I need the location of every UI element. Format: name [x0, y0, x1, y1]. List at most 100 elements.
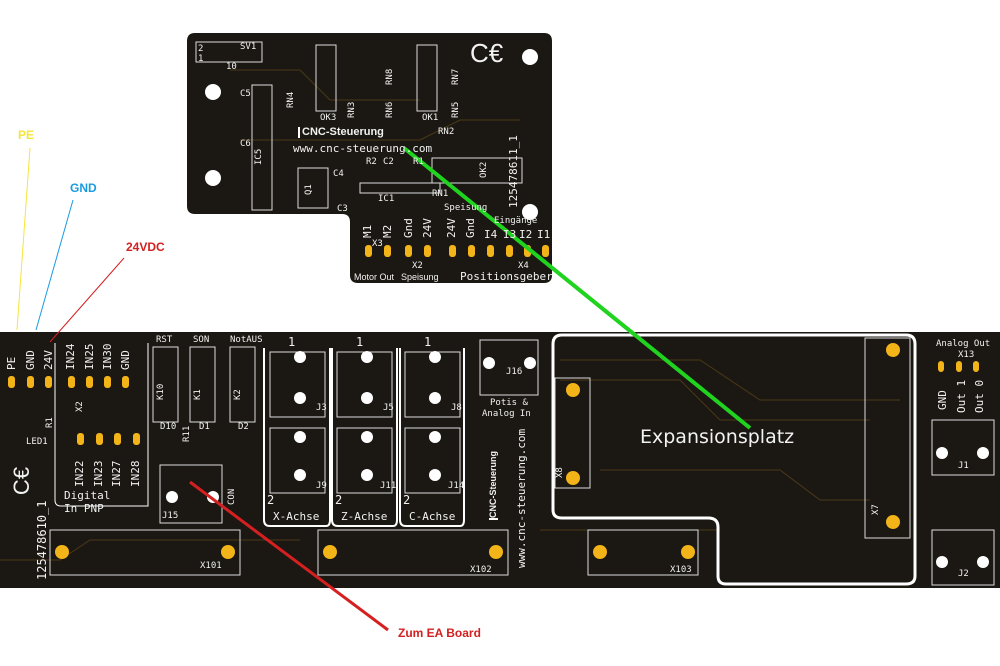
relay-k2: K2 — [233, 389, 243, 400]
led1-label: LED1 — [26, 437, 48, 447]
analog-in-label: Analog In — [482, 409, 531, 419]
group-motor-out: Motor Out — [354, 272, 395, 282]
red-link-line — [189, 480, 389, 632]
jack-j3: J3 — [316, 403, 327, 413]
term-i1: I1 — [537, 228, 551, 241]
diode-d1: D1 — [199, 422, 210, 432]
term-in23: IN23 — [92, 460, 105, 488]
term-in24: IN24 — [64, 343, 77, 371]
r11-label: R11 — [182, 425, 192, 442]
axis-z-label: Z-Achse — [341, 510, 388, 523]
ok3-label: OK3 — [320, 113, 337, 123]
rn3-label: RN3 — [347, 101, 357, 118]
x3-label: X3 — [372, 239, 383, 249]
relay-label-son: SON — [193, 335, 210, 345]
ok2-label: OK2 — [479, 161, 489, 178]
axis-pin-1-z: 1 — [356, 335, 364, 349]
analog-out1: Out 1 — [955, 379, 968, 413]
diode-d10: D10 — [160, 422, 177, 432]
term-in22: IN22 — [73, 460, 86, 488]
relay-label-rst: RST — [156, 335, 173, 345]
digital-label: Digital — [64, 489, 111, 502]
ce-mark-main: C€ — [9, 466, 35, 496]
axis-pin-2-x: 2 — [267, 493, 275, 507]
rn5-label: RN5 — [451, 101, 461, 118]
sv1-pin-1: 1 — [198, 54, 204, 64]
x2-label: X2 — [75, 401, 85, 412]
term-i2: I2 — [519, 228, 533, 241]
q1-label: Q1 — [304, 184, 314, 195]
relays — [152, 346, 256, 423]
c4-label: C4 — [333, 169, 344, 179]
r1-label: R1 — [45, 417, 55, 428]
top-logo: CNC-Steuerung — [298, 127, 384, 138]
dsub-x103: X103 — [670, 565, 692, 575]
term-m1: M1 — [361, 224, 374, 238]
term-24v-1: 24V — [421, 218, 434, 238]
pe-line — [16, 147, 31, 331]
axis-c-label: C-Achse — [409, 510, 456, 523]
axis-x-label: X-Achse — [273, 510, 320, 523]
jack-j14: J14 — [448, 481, 465, 491]
rn4-label: RN4 — [286, 91, 296, 108]
jack-j5: J5 — [383, 403, 394, 413]
ce-mark-top: C€ — [470, 38, 504, 68]
axis-pin-1-c: 1 — [424, 335, 432, 349]
term-i4: I4 — [484, 228, 498, 241]
eingaenge-small: Eingänge — [494, 216, 538, 226]
relay-k10: K10 — [156, 383, 166, 400]
rj-jacks — [159, 339, 995, 586]
relay-label-notaus: NotAUS — [230, 335, 263, 345]
r2-label: R2 — [366, 157, 377, 167]
analog-gnd: GND — [936, 390, 949, 410]
top-ics — [195, 41, 523, 211]
x2-label: X2 — [412, 261, 423, 271]
top-url: www.cnc-steuerung.com — [293, 142, 433, 155]
main-part-number: 125478610_1 — [35, 500, 49, 580]
c6-label: C6 — [240, 139, 251, 149]
axis-pin-2-c: 2 — [403, 493, 411, 507]
main-url: www.cnc-steuerung.com — [515, 428, 528, 568]
term-i3: I3 — [503, 228, 517, 241]
mounting-holes — [205, 49, 538, 220]
rn1-label: RN1 — [432, 189, 449, 199]
rn8-label: RN8 — [385, 68, 395, 85]
jack-j8: J8 — [451, 403, 462, 413]
potis-label: Potis & — [490, 398, 528, 408]
diode-d2: D2 — [238, 422, 249, 432]
axis-pin-1-x: 1 — [288, 335, 296, 349]
main-logo: CNC-Steuerung — [488, 451, 498, 520]
dsub-x7: X7 — [871, 504, 881, 515]
jack-j2: J2 — [958, 569, 969, 579]
c2-label: C2 — [383, 157, 394, 167]
axis-pin-2-z: 2 — [335, 493, 343, 507]
r1-label: R1 — [413, 157, 424, 167]
group-speisung: Speisung — [401, 272, 439, 282]
jack-j9: J9 — [316, 481, 327, 491]
ok1-label: OK1 — [422, 113, 439, 123]
top-part-number: 125478611_1 — [507, 135, 520, 208]
term-in30: IN30 — [101, 343, 114, 371]
jack-j11: J11 — [380, 481, 397, 491]
rn7-label: RN7 — [451, 68, 461, 85]
dsub-connectors — [49, 337, 911, 576]
green-link-line — [402, 146, 752, 430]
term-gnd-in: GND — [119, 350, 132, 370]
term-gnd-2: Gnd — [464, 218, 477, 238]
axis-frames — [54, 343, 465, 527]
term-m2: M2 — [381, 224, 394, 238]
term-in25: IN25 — [83, 343, 96, 371]
rn6-label: RN6 — [385, 101, 395, 118]
group-positionsgeber: Positionsgeber — [460, 270, 553, 283]
rn2-label: RN2 — [438, 127, 455, 137]
expansion-outline — [551, 333, 917, 586]
sv1-label: SV1 — [240, 42, 257, 52]
term-gnd: GND — [24, 350, 37, 370]
main-board — [0, 332, 1000, 588]
annotation-ea-board: Zum EA Board — [398, 626, 481, 640]
c3-label: C3 — [337, 204, 348, 214]
top-board — [187, 33, 552, 283]
annotation-gnd: GND — [70, 181, 97, 195]
